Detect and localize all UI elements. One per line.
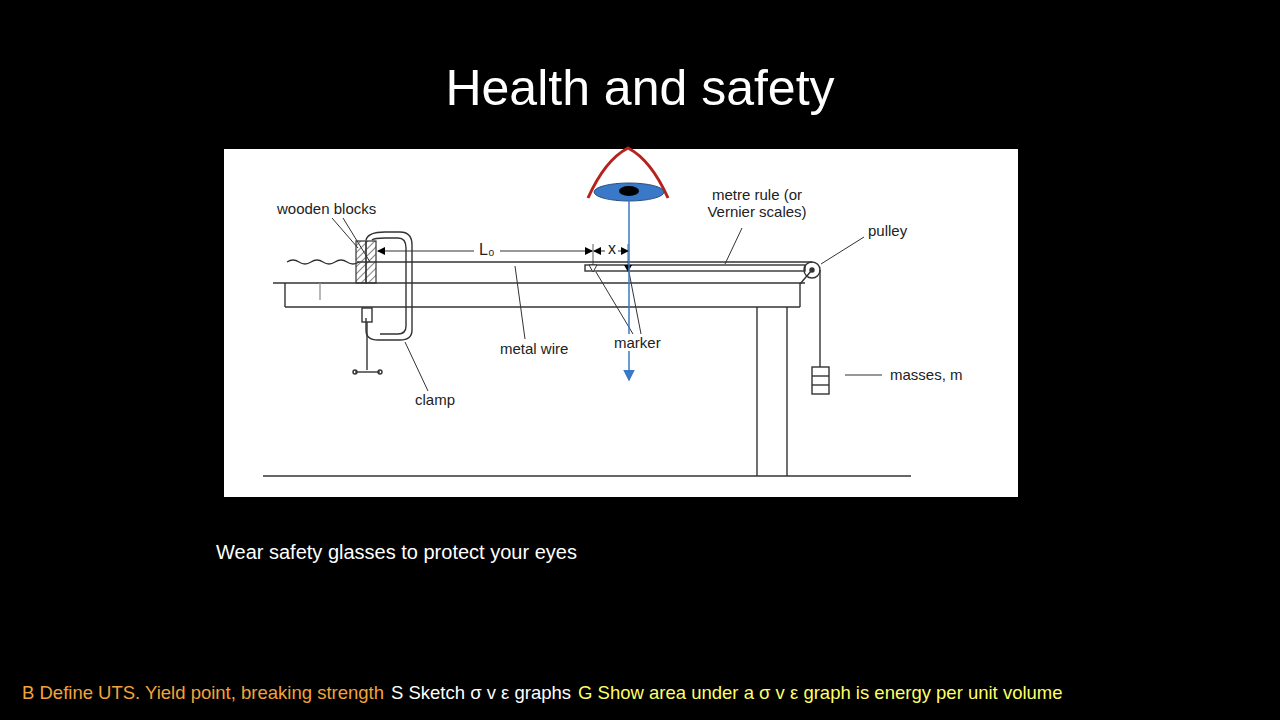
objective-text: S Sketch σ v ε graphs <box>391 682 571 704</box>
part-label: marker <box>612 334 663 351</box>
slide-title: Health and safety <box>0 58 1280 118</box>
part-label: pulley <box>866 222 909 239</box>
dimension-label: x <box>606 240 618 258</box>
part-label: clamp <box>413 391 457 408</box>
dimension-label: L₀ <box>477 241 497 259</box>
objective-text: B Define UTS. Yield point, breaking stre… <box>22 682 384 704</box>
part-label: metre rule (or Vernier scales) <box>690 186 824 221</box>
part-label: wooden blocks <box>275 200 378 217</box>
objective-text: G Show area under a σ v ε graph is energ… <box>578 682 1062 704</box>
learning-objectives: B Define UTS. Yield point, breaking stre… <box>22 682 1063 704</box>
safety-note: Wear safety glasses to protect your eyes <box>216 541 577 564</box>
figure-panel <box>224 149 1018 497</box>
part-label: metal wire <box>498 340 570 357</box>
part-label: masses, m <box>888 366 965 383</box>
